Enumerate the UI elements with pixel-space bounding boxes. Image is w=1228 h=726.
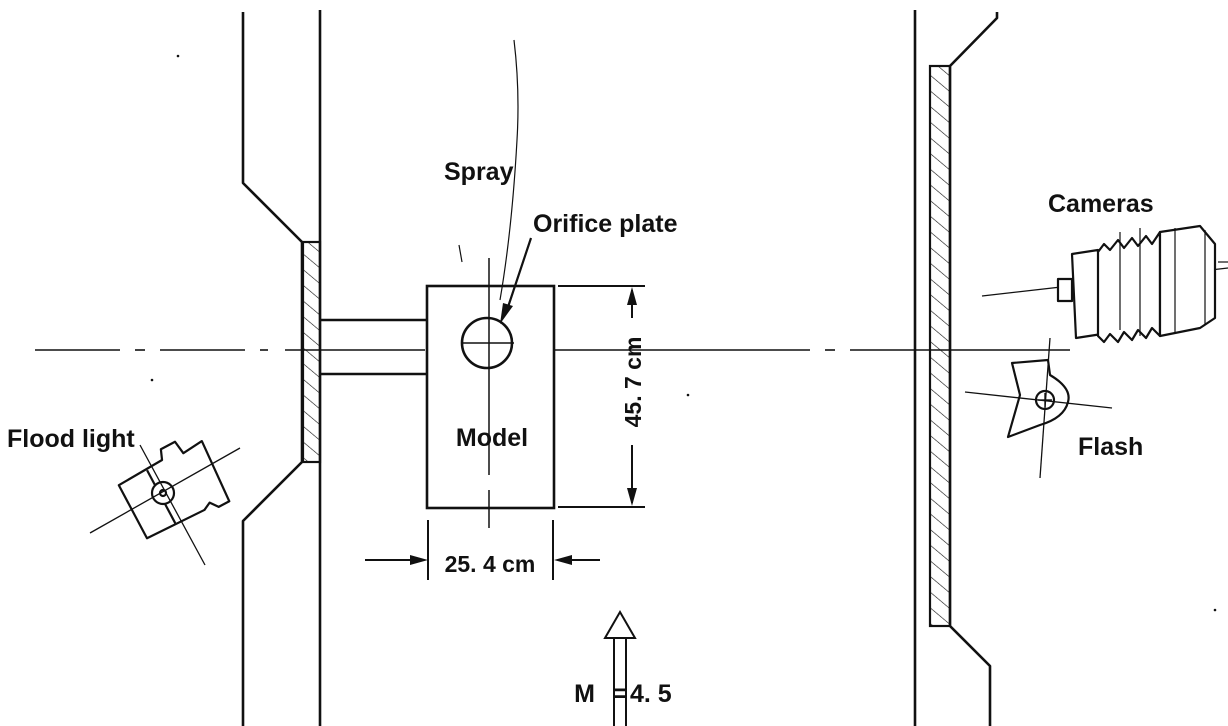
orifice-plate-label: Orifice plate — [533, 210, 678, 238]
left-tunnel-wall — [241, 12, 304, 726]
scan-specks — [150, 54, 1217, 612]
model-label: Model — [456, 424, 528, 452]
spray-lines — [458, 39, 519, 301]
model-centerlines — [462, 258, 514, 528]
model-body — [425, 284, 556, 510]
mach-value: 4. 5 — [630, 680, 672, 708]
flash-label: Flash — [1078, 433, 1143, 461]
width-dimension-lines — [365, 520, 600, 580]
spray-label: Spray — [444, 158, 514, 186]
model-sting — [320, 318, 427, 376]
mach-equals: = — [613, 680, 628, 708]
height-arrow-top — [627, 287, 637, 305]
cameras-label: Cameras — [1048, 190, 1154, 218]
height-arrow-bottom — [627, 488, 637, 506]
orifice-leader-arrow — [500, 237, 533, 324]
flash-icon — [964, 337, 1113, 479]
camera-icon — [981, 224, 1228, 344]
left-window-glass — [301, 240, 322, 464]
height-dimension-label: 45. 7 cm — [620, 337, 646, 428]
flow-direction-arrow — [603, 609, 637, 726]
width-dimension-label: 25. 4 cm — [445, 551, 536, 577]
width-arrow-right — [554, 555, 572, 565]
flood-light-icon — [89, 439, 241, 566]
mach-symbol: M — [574, 680, 595, 708]
right-window-glass — [928, 64, 952, 628]
right-tunnel-wall — [948, 12, 999, 726]
flood-light-label: Flood light — [7, 425, 135, 453]
width-arrow-left — [410, 555, 428, 565]
